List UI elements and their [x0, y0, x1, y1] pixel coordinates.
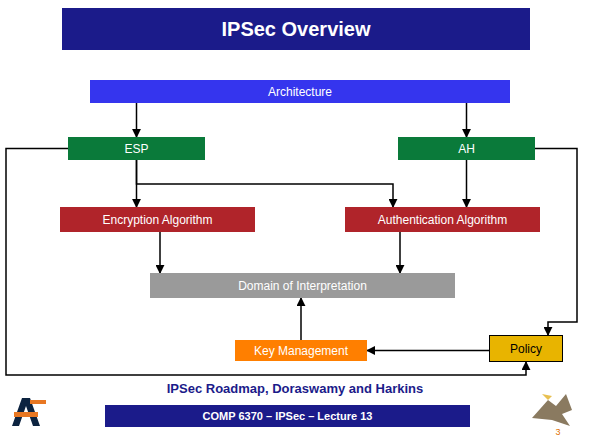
node-text: Policy: [510, 342, 542, 356]
connector-arrow: [136, 103, 138, 137]
protocol-box: ESP: [68, 137, 205, 160]
university-logo: [12, 398, 46, 426]
node-text: Domain of Interpretation: [238, 279, 367, 293]
title-band: [62, 8, 530, 50]
connector-arrow: [466, 103, 468, 137]
eagle-logo: [532, 394, 572, 426]
node-text: Architecture: [268, 85, 332, 99]
node-text: Key Management: [254, 344, 348, 358]
connector-arrow: [535, 149, 577, 336]
architecture-bar: Architecture: [90, 80, 510, 103]
page-number: 3: [548, 427, 568, 437]
connector-arrow: [6, 149, 526, 376]
connector-arrow: [367, 350, 489, 352]
node-text: ESP: [124, 142, 148, 156]
caption: IPSec Roadmap, Doraswamy and Harkins: [60, 381, 530, 397]
node-text: AH: [458, 142, 475, 156]
key-management-box: Key Management: [235, 340, 367, 361]
node-text: COMP 6370 – IPSec – Lecture 13: [203, 410, 373, 422]
slide-title: IPSec Overview: [62, 8, 530, 50]
connector-arrow: [399, 232, 401, 273]
doi-box: Domain of Interpretation: [150, 273, 455, 298]
connector-arrow: [300, 298, 302, 340]
policy-box: Policy: [489, 335, 563, 362]
connector-arrow: [137, 160, 394, 207]
connector-arrow: [159, 232, 161, 273]
algorithm-box: Authentication Algorithm: [345, 207, 540, 232]
node-text: Authentication Algorithm: [378, 213, 507, 227]
footer-band: COMP 6370 – IPSec – Lecture 13: [105, 405, 470, 427]
protocol-box: AH: [398, 137, 535, 160]
algorithm-box: Encryption Algorithm: [60, 207, 255, 232]
node-text: Encryption Algorithm: [102, 213, 212, 227]
connector-arrow: [466, 160, 468, 207]
